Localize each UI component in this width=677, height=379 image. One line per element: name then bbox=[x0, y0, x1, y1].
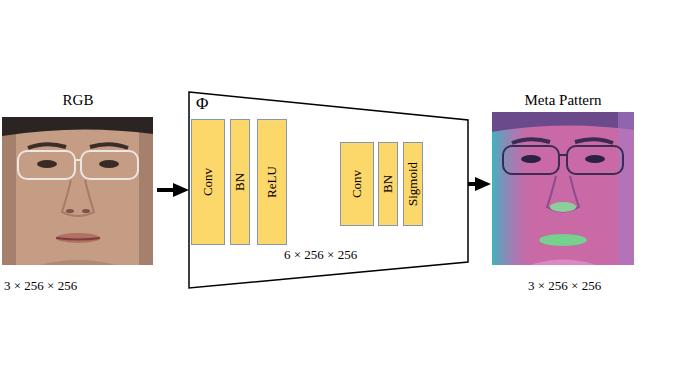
mouth bbox=[56, 238, 100, 240]
glasses-bridge bbox=[559, 154, 567, 156]
image-title: Meta Pattern bbox=[490, 92, 636, 109]
layer-label: BN bbox=[381, 175, 396, 193]
nose bbox=[62, 180, 94, 216]
glasses-rim bbox=[81, 151, 138, 179]
sigmoid-layer: Sigmoid bbox=[403, 142, 423, 226]
input-image: RGB 3 × 256 × 256 bbox=[0, 88, 156, 300]
conv-layer: Conv bbox=[191, 119, 225, 245]
eyebrow bbox=[512, 139, 550, 143]
cheek-shadow bbox=[139, 117, 153, 265]
eyebrow bbox=[575, 139, 613, 143]
hair bbox=[492, 112, 634, 132]
function-symbol: Φ bbox=[196, 94, 208, 114]
network-block: Conv BN ReLU Conv BN Sigmoid Φ 6 × 256 × 256 bbox=[188, 91, 469, 289]
pattern-ground bbox=[492, 112, 634, 265]
hair bbox=[2, 117, 153, 136]
eyebrow bbox=[90, 144, 128, 148]
relu-layer: ReLU bbox=[257, 119, 287, 245]
glasses-rim bbox=[567, 146, 623, 174]
eye bbox=[521, 155, 541, 163]
cheek-shadow bbox=[2, 117, 16, 265]
flow-arrow bbox=[157, 188, 177, 192]
tensor-size: 3 × 256 × 256 bbox=[4, 279, 77, 294]
eyebrow bbox=[28, 144, 66, 148]
glasses-rim bbox=[18, 151, 75, 179]
nose bbox=[547, 176, 579, 212]
glasses-bridge bbox=[75, 159, 81, 161]
side-shade bbox=[618, 112, 634, 265]
trapezoid-outline bbox=[189, 92, 468, 288]
layer-label: Conv bbox=[201, 168, 216, 196]
bn-layer: BN bbox=[378, 142, 398, 226]
eye bbox=[585, 155, 605, 163]
mouth bbox=[539, 234, 587, 246]
lips bbox=[56, 233, 100, 243]
nose-highlight bbox=[550, 202, 576, 212]
glasses-rim bbox=[503, 146, 559, 174]
image-title: RGB bbox=[0, 92, 156, 109]
eye bbox=[37, 160, 57, 168]
conv-layer: Conv bbox=[340, 142, 374, 226]
eye bbox=[99, 160, 119, 168]
chin bbox=[40, 260, 116, 265]
teal-edge bbox=[492, 112, 634, 265]
layer-label: BN bbox=[233, 173, 248, 191]
tensor-size: 6 × 256 × 256 bbox=[284, 248, 357, 263]
meta-pattern-image bbox=[492, 112, 634, 265]
layer-label: Conv bbox=[350, 170, 365, 198]
bn-layer: BN bbox=[230, 119, 250, 245]
nostril bbox=[82, 209, 90, 213]
rgb-face-photo bbox=[2, 117, 153, 265]
output-image: Meta Pattern 3 × 256 × 256 bbox=[490, 88, 636, 300]
tensor-size: 3 × 256 × 256 bbox=[528, 279, 601, 294]
layer-label: ReLU bbox=[265, 166, 280, 198]
chin bbox=[530, 260, 596, 266]
skin bbox=[2, 117, 153, 265]
layer-label: Sigmoid bbox=[406, 162, 421, 206]
nostril bbox=[66, 209, 74, 213]
